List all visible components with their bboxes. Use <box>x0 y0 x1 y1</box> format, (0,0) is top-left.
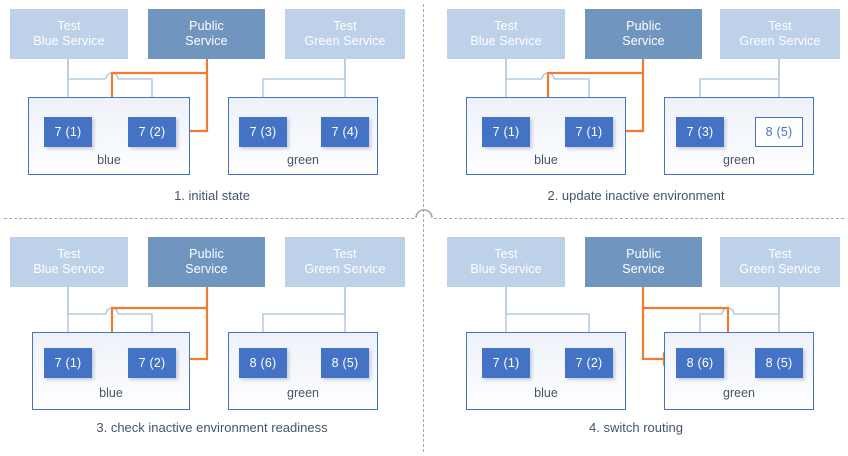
environment-green-label: green <box>287 386 319 400</box>
service-test-green[interactable]: Test Green Service <box>285 237 405 287</box>
service-test-green[interactable]: Test Green Service <box>285 9 405 59</box>
divider-vertical <box>423 4 424 452</box>
service-public[interactable]: Public Service <box>148 237 265 287</box>
panel-caption: 4. switch routing <box>589 420 683 435</box>
panel-caption: 2. update inactive environment <box>547 188 725 203</box>
instance-blue-2[interactable]: 7 (1) <box>565 117 613 147</box>
panel-initial-state: Test Blue Service Public Service Test Gr… <box>0 0 424 228</box>
instance-green-1[interactable]: 8 (6) <box>676 348 724 378</box>
panel-caption: 3. check inactive environment readiness <box>96 420 328 435</box>
service-test-blue[interactable]: Test Blue Service <box>447 9 565 59</box>
service-test-green[interactable]: Test Green Service <box>720 237 840 287</box>
environment-blue-label: blue <box>97 153 121 167</box>
environment-green-label: green <box>723 153 755 167</box>
panel-caption: 1. initial state <box>174 188 250 203</box>
service-test-blue[interactable]: Test Blue Service <box>10 9 128 59</box>
environment-blue-label: blue <box>534 386 558 400</box>
environment-green-label: green <box>723 386 755 400</box>
instance-green-1[interactable]: 7 (3) <box>239 117 287 147</box>
instance-blue-2[interactable]: 7 (2) <box>128 348 176 378</box>
instance-green-2[interactable]: 8 (5) <box>321 348 369 378</box>
panel-switch-routing: Test Blue Service Public Service Test Gr… <box>424 228 848 456</box>
service-public[interactable]: Public Service <box>585 9 702 59</box>
service-public[interactable]: Public Service <box>148 9 265 59</box>
divider-horizontal-right <box>434 218 844 219</box>
service-test-blue[interactable]: Test Blue Service <box>10 237 128 287</box>
panel-check-inactive-readiness: Test Blue Service Public Service Test Gr… <box>0 228 424 456</box>
service-test-green[interactable]: Test Green Service <box>720 9 840 59</box>
instance-green-1[interactable]: 8 (6) <box>239 348 287 378</box>
instance-green-2[interactable]: 8 (5) <box>755 348 803 378</box>
panel-update-inactive-environment: Test Blue Service Public Service Test Gr… <box>424 0 848 228</box>
instance-blue-1[interactable]: 7 (1) <box>44 348 92 378</box>
environment-blue-label: blue <box>534 153 558 167</box>
divider-crossing-hop <box>415 209 433 219</box>
service-public[interactable]: Public Service <box>585 237 702 287</box>
divider-horizontal-left <box>4 218 414 219</box>
instance-blue-2[interactable]: 7 (2) <box>128 117 176 147</box>
instance-blue-1[interactable]: 7 (1) <box>44 117 92 147</box>
environment-green-label: green <box>287 153 319 167</box>
service-test-blue[interactable]: Test Blue Service <box>447 237 565 287</box>
instance-blue-1[interactable]: 7 (1) <box>482 348 530 378</box>
instance-blue-1[interactable]: 7 (1) <box>482 117 530 147</box>
instance-green-2[interactable]: 7 (4) <box>321 117 369 147</box>
environment-blue-label: blue <box>99 386 123 400</box>
instance-green-1[interactable]: 7 (3) <box>676 117 724 147</box>
instance-green-2[interactable]: 8 (5) <box>755 117 803 147</box>
instance-blue-2[interactable]: 7 (2) <box>565 348 613 378</box>
